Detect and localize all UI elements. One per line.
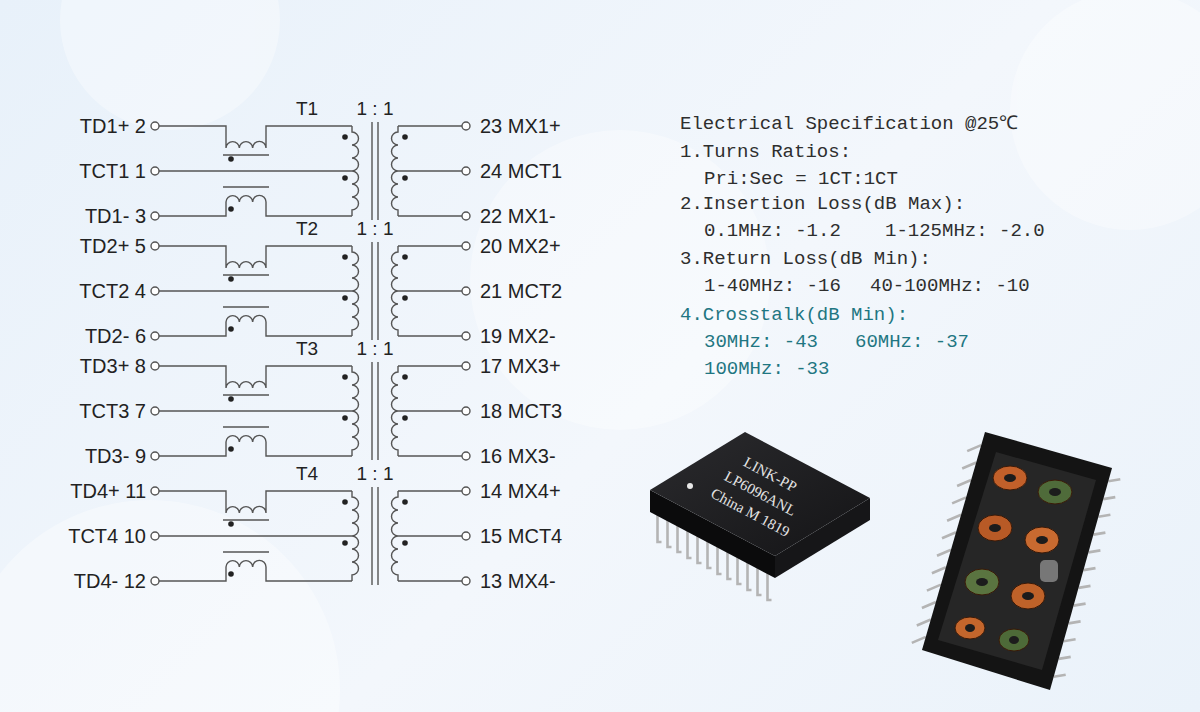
pin-label: TD3- 9 xyxy=(85,445,146,468)
turns-ratio: 1 : 1 xyxy=(357,463,394,485)
background-circle xyxy=(60,0,280,130)
pin-label: 15 MCT4 xyxy=(480,525,562,548)
spec-text: 30MHz: -43 xyxy=(704,332,818,354)
toroid xyxy=(955,617,985,639)
toroid xyxy=(1011,583,1045,609)
toroid-core xyxy=(1022,592,1034,600)
chip-open xyxy=(912,432,1121,690)
pin-label: TD4- 12 xyxy=(74,570,146,593)
spec-text: 1-125MHz: -2.0 xyxy=(885,221,1045,243)
pin-label: TD1- 3 xyxy=(85,205,146,228)
toroid xyxy=(1025,527,1059,553)
chip-closed xyxy=(650,432,870,600)
turns-ratio: 1 : 1 xyxy=(357,98,394,120)
background-circle xyxy=(1010,0,1200,230)
pin-label: 21 MCT2 xyxy=(480,280,562,303)
pin-label: TCT2 4 xyxy=(79,280,146,303)
pin-label: TD2+ 5 xyxy=(80,235,146,258)
toroid xyxy=(978,515,1012,541)
toroid-core xyxy=(1009,636,1019,644)
background-circle xyxy=(0,500,340,712)
transformer-label: T3 xyxy=(296,338,318,360)
toroid xyxy=(965,569,999,595)
transformer-label: T4 xyxy=(296,463,318,485)
toroid-core xyxy=(1049,488,1061,496)
toroid-core xyxy=(965,624,975,632)
toroid-cores xyxy=(965,474,1061,644)
transformer-t1 xyxy=(151,122,470,220)
toroid-core xyxy=(1036,536,1048,544)
chip-top xyxy=(650,432,870,556)
pin-label: TD4+ 11 xyxy=(70,480,146,503)
transformer-t2 xyxy=(151,242,470,340)
turns-ratio: 1 : 1 xyxy=(357,338,394,360)
pin-label: TCT3 7 xyxy=(79,400,146,423)
spec-text: 100MHz: -33 xyxy=(704,359,829,381)
pin-label: TD1+ 2 xyxy=(80,115,146,138)
potting-blob xyxy=(1040,560,1058,582)
pin-label: TCT4 10 xyxy=(68,525,146,548)
spec-text: Electrical Specification @25℃ xyxy=(680,114,1018,136)
pin-label: TD2- 6 xyxy=(85,325,146,348)
toroid xyxy=(993,466,1027,490)
pin-label: 14 MX4+ xyxy=(480,480,561,503)
spec-text: 4.Crosstalk(dB Min): xyxy=(680,305,908,327)
spec-text: 2.Insertion Loss(dB Max): xyxy=(680,194,965,216)
chip-tray xyxy=(922,432,1112,690)
pin-label: 19 MX2- xyxy=(480,325,556,348)
pin-label: 20 MX2+ xyxy=(480,235,561,258)
toroid-core xyxy=(976,578,988,586)
pin-label: TD3+ 8 xyxy=(80,355,146,378)
turns-ratio: 1 : 1 xyxy=(357,218,394,240)
pin-label: 17 MX3+ xyxy=(480,355,561,378)
transformer-t3 xyxy=(151,362,470,460)
pin-label: 23 MX1+ xyxy=(480,115,561,138)
pin1-dot xyxy=(687,483,693,489)
transformer-label: T1 xyxy=(296,98,318,120)
pin-label: 16 MX3- xyxy=(480,445,556,468)
pin-label: 13 MX4- xyxy=(480,570,556,593)
pin-label: 18 MCT3 xyxy=(480,400,562,423)
toroid xyxy=(999,629,1029,651)
spec-text: 60MHz: -37 xyxy=(855,332,969,354)
toroid-core xyxy=(1004,474,1016,482)
spec-text: 1-40MHz: -16 xyxy=(704,276,841,298)
spec-text: 0.1MHz: -1.2 xyxy=(704,221,841,243)
chip-cavity xyxy=(938,452,1096,670)
spec-text: Pri:Sec = 1CT:1CT xyxy=(704,169,898,191)
spec-text: 1.Turns Ratios: xyxy=(680,142,851,164)
toroid xyxy=(1038,480,1072,504)
pin-label: 22 MX1- xyxy=(480,205,556,228)
spec-text: 3.Return Loss(dB Min): xyxy=(680,249,931,271)
toroid-core xyxy=(989,524,1001,532)
transformer-t4 xyxy=(151,487,470,585)
spec-text: 40-100MHz: -10 xyxy=(870,276,1030,298)
pin-label: TCT1 1 xyxy=(79,160,146,183)
pin-label: 24 MCT1 xyxy=(480,160,562,183)
transformer-label: T2 xyxy=(296,218,318,240)
toroids xyxy=(955,466,1072,651)
